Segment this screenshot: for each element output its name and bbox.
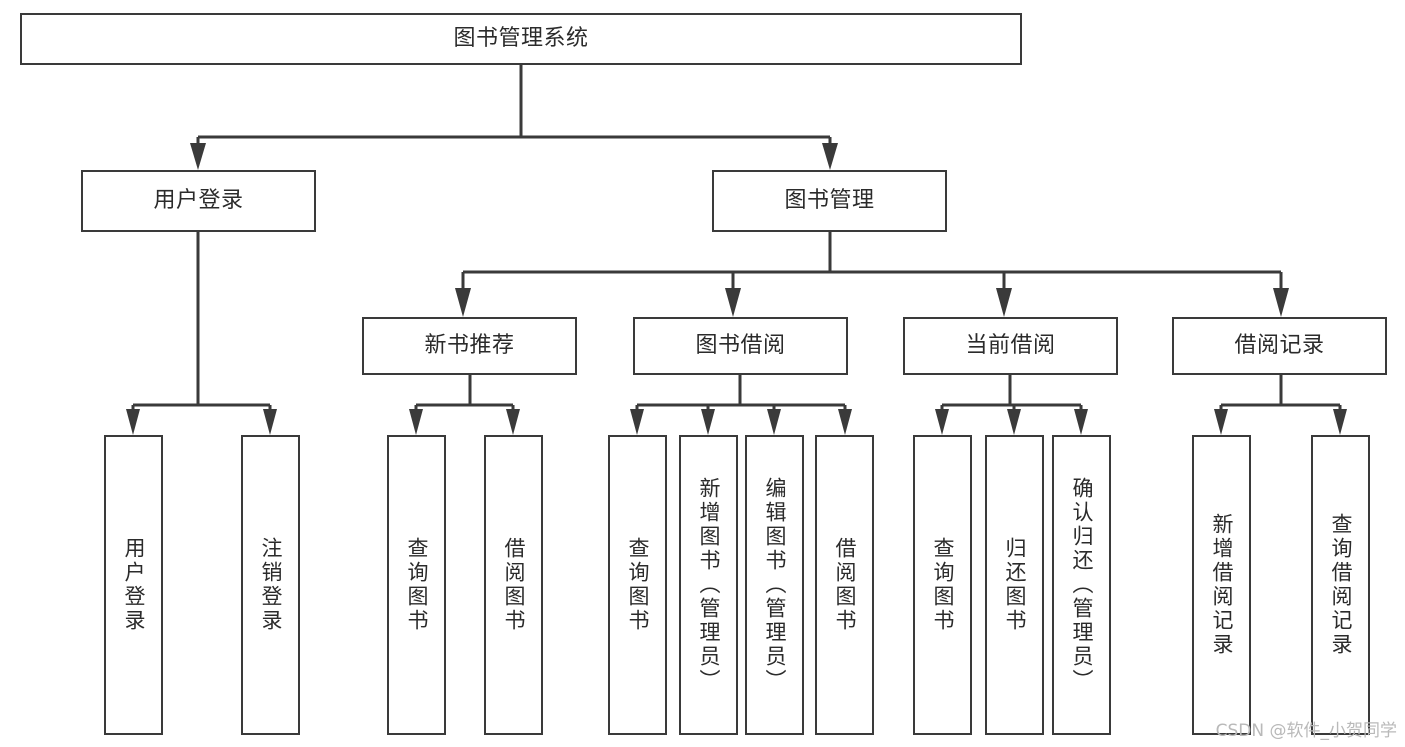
node-leaf-query-borrow-record[interactable]: 查询借阅记录	[1311, 435, 1370, 735]
node-leaf-return-book-label: 归还图书	[1003, 537, 1027, 633]
node-leaf-confirm-return-admin[interactable]: 确认归还（管理员）	[1052, 435, 1111, 735]
node-book-manage[interactable]: 图书管理	[712, 170, 947, 232]
node-leaf-query-book-borrow-label: 查询图书	[626, 537, 650, 633]
node-book-borrow[interactable]: 图书借阅	[633, 317, 848, 375]
node-leaf-user-login-label: 用户登录	[122, 537, 146, 633]
node-leaf-add-book-admin-label: 新增图书（管理员）	[697, 477, 721, 693]
node-leaf-query-book-rec-label: 查询图书	[405, 537, 429, 633]
node-leaf-edit-book-admin-label: 编辑图书（管理员）	[763, 477, 787, 693]
arrow-heads	[126, 143, 1347, 435]
node-leaf-query-book-borrow[interactable]: 查询图书	[608, 435, 667, 735]
node-leaf-query-borrow-record-label: 查询借阅记录	[1329, 513, 1353, 657]
node-current-borrow[interactable]: 当前借阅	[903, 317, 1118, 375]
node-leaf-user-login[interactable]: 用户登录	[104, 435, 163, 735]
node-book-borrow-label: 图书借阅	[695, 333, 786, 359]
node-leaf-borrow-book-rec-label: 借阅图书	[502, 537, 526, 633]
node-root[interactable]: 图书管理系统	[20, 13, 1022, 65]
csdn-watermark: CSDN @软件_小贺同学	[1215, 721, 1397, 741]
node-leaf-query-book-current[interactable]: 查询图书	[913, 435, 972, 735]
node-leaf-borrow-book-rec[interactable]: 借阅图书	[484, 435, 543, 735]
node-leaf-user-logout-label: 注销登录	[259, 537, 283, 633]
node-user-login-label: 用户登录	[153, 188, 244, 214]
node-borrow-record[interactable]: 借阅记录	[1172, 317, 1387, 375]
node-new-book-rec[interactable]: 新书推荐	[362, 317, 577, 375]
node-leaf-edit-book-admin[interactable]: 编辑图书（管理员）	[745, 435, 804, 735]
node-new-book-rec-label: 新书推荐	[424, 333, 515, 359]
node-leaf-return-book[interactable]: 归还图书	[985, 435, 1044, 735]
node-root-label: 图书管理系统	[453, 26, 589, 52]
node-borrow-record-label: 借阅记录	[1234, 333, 1325, 359]
node-leaf-borrow-book-label: 借阅图书	[833, 537, 857, 633]
node-leaf-add-borrow-record[interactable]: 新增借阅记录	[1192, 435, 1251, 735]
node-book-manage-label: 图书管理	[784, 188, 875, 214]
node-leaf-user-logout[interactable]: 注销登录	[241, 435, 300, 735]
node-leaf-add-borrow-record-label: 新增借阅记录	[1210, 513, 1234, 657]
node-leaf-query-book-current-label: 查询图书	[931, 537, 955, 633]
node-leaf-query-book-rec[interactable]: 查询图书	[387, 435, 446, 735]
node-leaf-add-book-admin[interactable]: 新增图书（管理员）	[679, 435, 738, 735]
node-user-login[interactable]: 用户登录	[81, 170, 316, 232]
node-leaf-borrow-book[interactable]: 借阅图书	[815, 435, 874, 735]
node-current-borrow-label: 当前借阅	[965, 333, 1056, 359]
node-leaf-confirm-return-admin-label: 确认归还（管理员）	[1070, 477, 1094, 693]
